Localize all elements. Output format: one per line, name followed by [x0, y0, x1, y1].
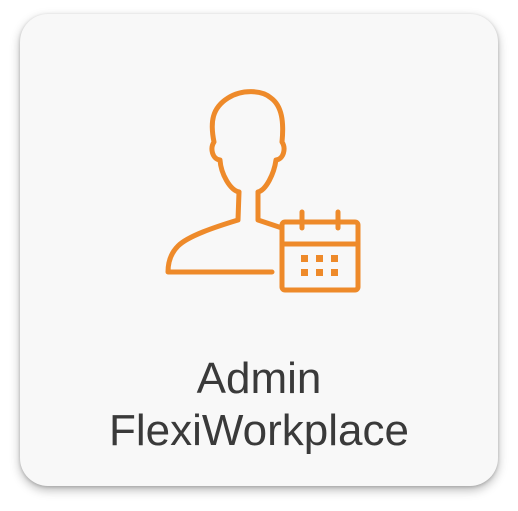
- admin-flexiworkplace-tile[interactable]: Admin FlexiWorkplace: [20, 14, 498, 486]
- user-calendar-icon: [20, 14, 498, 324]
- tile-label-flexiworkplace: FlexiWorkplace: [109, 406, 409, 455]
- tile-label-admin: Admin: [196, 354, 322, 403]
- calendar-day-dots: [301, 255, 338, 276]
